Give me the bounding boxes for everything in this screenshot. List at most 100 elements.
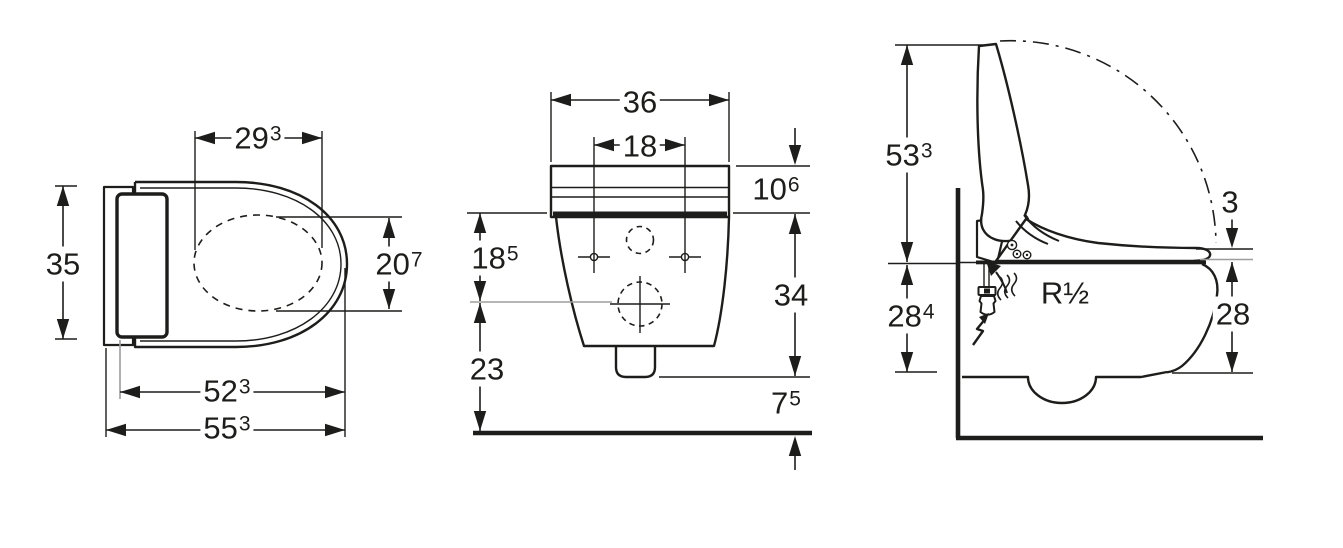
arrowhead	[551, 93, 571, 107]
arrowhead	[325, 385, 345, 399]
dim-value: 53	[885, 137, 920, 173]
arrowhead	[382, 218, 396, 238]
side-view	[888, 39, 1263, 441]
dim-value: 28	[1215, 296, 1251, 332]
dim-value: 52	[203, 373, 238, 409]
arrowhead	[1225, 352, 1239, 372]
dim-label-rim-to-bowl-bottom: 28	[1212, 296, 1254, 332]
dim-value: 18	[471, 240, 506, 276]
seat-opening-dashed-ellipse	[193, 214, 323, 312]
dim-label-unit-depth: 35	[42, 246, 84, 282]
seat-lid-unit	[549, 164, 731, 219]
dim-label-open-lid-height: 533	[882, 137, 936, 173]
arrowhead	[900, 265, 914, 285]
power-lightning-icon	[972, 313, 989, 346]
bowl-outline	[554, 216, 731, 348]
arrowhead	[1225, 262, 1239, 282]
dim-value: R½	[1040, 275, 1090, 311]
dim-value: 35	[45, 246, 81, 282]
wavy-line	[996, 276, 1004, 301]
seat-rim-gap-band	[976, 260, 1206, 265]
dim-superscript: 6	[787, 173, 800, 197]
hinge-curve	[1023, 214, 1060, 242]
shower-unit-cover	[115, 192, 169, 339]
dim-value: 10	[752, 171, 787, 207]
dim-label-body-length: 523	[200, 373, 254, 409]
arrowhead	[473, 281, 487, 301]
dim-label-rim-to-outlet: 34	[770, 277, 812, 313]
dim-label-seat-opening-width: 293	[231, 120, 285, 156]
arrowhead	[788, 436, 802, 456]
arrowhead	[325, 423, 345, 437]
arrowhead	[195, 131, 215, 145]
water-inlet-arrow-icon	[986, 261, 1018, 301]
valve-cap-detail	[984, 288, 990, 294]
front-view	[467, 92, 812, 470]
arrowhead	[56, 319, 70, 339]
arrowhead	[473, 303, 487, 323]
water-inlet-dashed-circle	[625, 225, 655, 255]
toilet-body-inner-line	[140, 187, 342, 342]
arrowhead	[56, 186, 70, 206]
dim-label-seat-front-thickness: 3	[1218, 184, 1242, 220]
wavy-line	[1010, 272, 1018, 297]
dim-label-width: 36	[619, 84, 661, 120]
dim-value: 28	[887, 298, 922, 334]
dim-superscript: 7	[410, 248, 423, 272]
hinge-curve	[1015, 220, 1049, 245]
arrowhead	[594, 138, 614, 152]
dim-superscript: 5	[506, 242, 519, 266]
bowl-front-curve	[1166, 262, 1219, 374]
dim-value: 29	[234, 120, 269, 156]
bowl-bottom-line	[962, 370, 1168, 405]
seat-shadow-band	[553, 211, 727, 217]
arrowhead	[120, 385, 140, 399]
dim-superscript: 3	[238, 375, 251, 399]
bolt-line	[972, 317, 987, 346]
lid-swing-arc	[999, 39, 1217, 244]
arrowhead	[382, 289, 396, 309]
dim-superscript: 5	[789, 387, 801, 411]
dim-value: 3	[1221, 184, 1239, 220]
arrowhead	[900, 242, 914, 262]
dim-superscript: 4	[922, 300, 935, 324]
arrowhead	[788, 145, 802, 165]
bolt-arrowhead	[979, 313, 989, 324]
dim-value: 7	[771, 385, 789, 421]
dim-label-seat-unit-height: 106	[749, 171, 803, 207]
open-lid-profile	[976, 42, 1031, 243]
wavy-line	[1003, 274, 1011, 299]
dim-label-outlet-clearance: 75	[768, 385, 804, 421]
arrowhead	[900, 352, 914, 372]
dim-superscript: 3	[269, 122, 282, 146]
valve-body	[978, 295, 997, 316]
toilet-body-outline	[133, 180, 349, 349]
hinge-detail-dot	[1010, 243, 1014, 247]
label-water-connection: R½	[1037, 275, 1093, 311]
drain-crosshair	[610, 276, 670, 333]
arrowhead	[709, 93, 729, 107]
dim-superscript: 3	[238, 412, 251, 436]
dim-value: 55	[203, 410, 238, 446]
wall-floor-line	[955, 188, 1263, 441]
dim-value: 20	[375, 246, 410, 282]
arrowhead	[900, 45, 914, 65]
dim-superscript: 3	[920, 139, 933, 163]
dim-value: 34	[773, 277, 809, 313]
arrowhead	[986, 261, 1001, 276]
dim-value: 23	[469, 351, 505, 387]
outlet-spigot	[614, 346, 657, 379]
arrowhead	[473, 411, 487, 431]
dim-value: 36	[622, 84, 658, 120]
dim-label-total-length: 553	[200, 410, 254, 446]
dim-value: 18	[622, 128, 658, 164]
dim-label-rim-to-drain: 185	[468, 240, 522, 276]
arrowhead	[788, 214, 802, 234]
arrowhead	[106, 423, 126, 437]
arrowhead	[473, 213, 487, 233]
arrowhead	[665, 138, 685, 152]
arrowhead	[302, 131, 322, 145]
hinge-detail-dot	[1025, 253, 1029, 257]
